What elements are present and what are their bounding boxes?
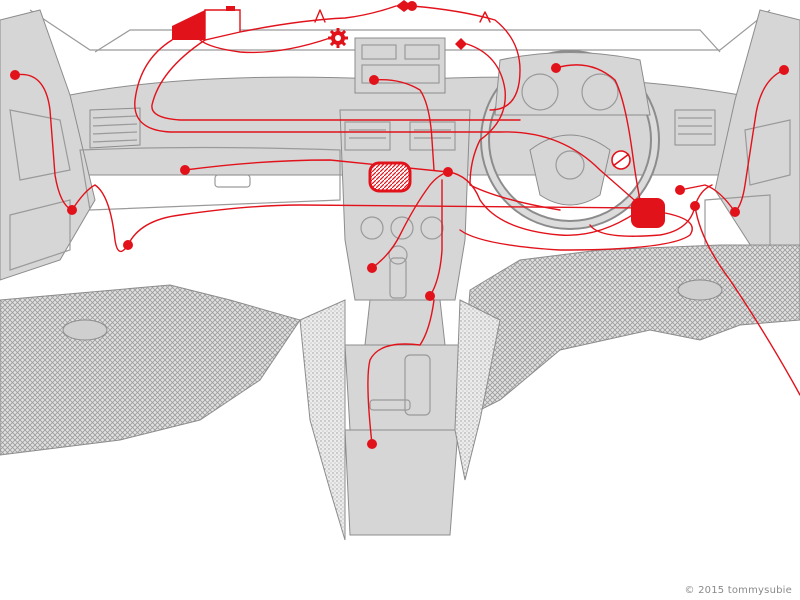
wire-run (694, 205, 800, 396)
junction-dot (180, 165, 190, 175)
junction-dot (369, 75, 379, 85)
gear-icon (328, 28, 348, 48)
junction-dot (675, 185, 685, 195)
speaker-icon (368, 161, 412, 193)
connector-diamond-right (455, 38, 467, 50)
wire-run (734, 69, 785, 213)
wire-run (479, 11, 491, 23)
junction-dot (551, 63, 561, 73)
wire-run (679, 184, 736, 213)
wiring-harness (14, 5, 800, 445)
junction-dot (407, 1, 417, 11)
wire-run (71, 184, 129, 253)
junction-dot (425, 291, 435, 301)
fuse-icon (611, 150, 631, 170)
wire-run (14, 73, 73, 211)
wire-run (466, 43, 561, 211)
wire-run (127, 204, 641, 246)
wire-run (134, 39, 641, 206)
wire-run (184, 159, 449, 173)
junction-dot (10, 70, 20, 80)
wire-run (151, 39, 521, 121)
wire-run (371, 171, 449, 269)
wire-run (459, 212, 693, 251)
wire-run (199, 37, 331, 54)
interior-sketch (0, 9, 800, 541)
wire-run (411, 5, 521, 111)
wire-run (589, 205, 696, 237)
relay-module-icon (631, 198, 665, 228)
copyright-credit: © 2015 tommysubie (684, 585, 792, 596)
wire-run (373, 79, 435, 171)
junction-dot (730, 207, 740, 217)
junction-dot (367, 263, 377, 273)
junction-dot (123, 240, 133, 250)
wire-run (367, 299, 435, 445)
junction-dot (367, 439, 377, 449)
wire-run (239, 5, 397, 33)
junction-dot (67, 205, 77, 215)
car-battery-icon (172, 6, 241, 41)
junction-dot (779, 65, 789, 75)
wire-run (314, 9, 326, 23)
junction-dot (690, 201, 700, 211)
wire-run (555, 64, 641, 201)
junction-points (10, 1, 789, 449)
junction-dot (443, 167, 453, 177)
